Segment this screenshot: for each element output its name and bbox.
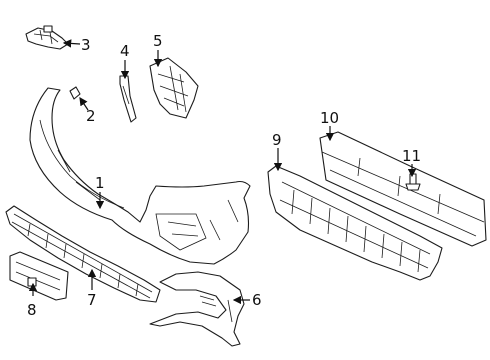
callout-5: 5 (153, 32, 163, 50)
leader-lines (28, 39, 417, 305)
callout-10: 10 (320, 109, 339, 127)
part-1-bumper-cover[interactable] (29, 87, 251, 265)
part-8-license-bracket[interactable] (9, 251, 69, 301)
callout-4: 4 (120, 42, 130, 60)
callout-labels: 1 2 3 4 5 6 7 8 9 10 11 (27, 32, 421, 319)
callout-6: 6 (252, 291, 262, 309)
part-2-clip[interactable] (69, 86, 81, 100)
part-5-mount-bracket[interactable] (149, 57, 199, 119)
callout-7: 7 (87, 291, 97, 309)
callout-11: 11 (402, 147, 421, 165)
callout-9: 9 (272, 131, 282, 149)
part-10-reinforcement-bar[interactable] (319, 131, 487, 247)
callout-3: 3 (81, 36, 91, 54)
callout-2: 2 (86, 107, 96, 125)
callout-1: 1 (95, 174, 105, 192)
callout-8: 8 (27, 301, 37, 319)
part-9-energy-absorber[interactable] (267, 165, 443, 281)
part-3-bracket[interactable] (25, 25, 69, 50)
part-6-lower-trim[interactable] (149, 271, 245, 347)
part-11-push-clip[interactable] (405, 173, 421, 191)
part-4-retainer-strip[interactable] (119, 75, 137, 123)
part-7-lower-grille[interactable] (5, 205, 161, 303)
